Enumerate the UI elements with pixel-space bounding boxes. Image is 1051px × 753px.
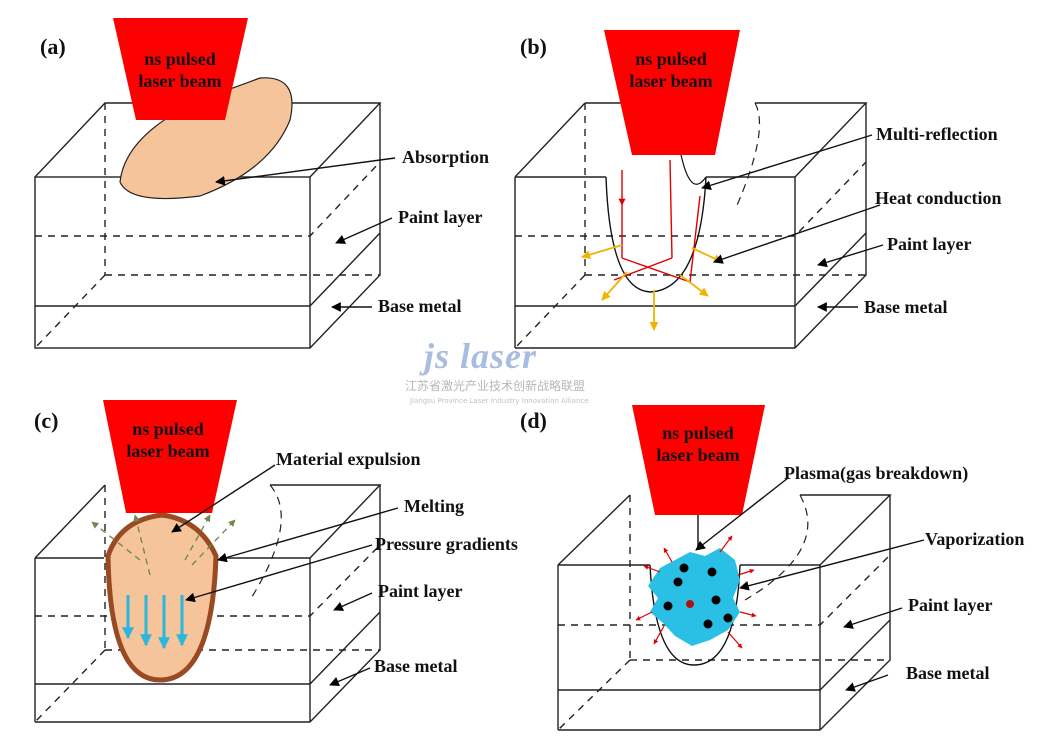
melt-pool-c <box>105 512 219 683</box>
label-base-metal-a: Base metal <box>378 296 462 316</box>
plasma-particles-d <box>663 563 733 629</box>
label-vaporization: Vaporization <box>925 529 1025 549</box>
panel-c-id: (c) <box>34 408 59 433</box>
beam-label-a: ns pulsed laser beam <box>130 48 230 92</box>
label-melting: Melting <box>404 496 464 516</box>
panel-a-id: (a) <box>40 34 66 59</box>
box-d <box>557 494 892 731</box>
label-paint-layer-c: Paint layer <box>378 581 463 601</box>
label-material-expulsion: Material expulsion <box>276 449 421 469</box>
beam-label-c-line1: ns pulsed <box>132 419 204 439</box>
laser-beam-d <box>632 405 765 515</box>
beam-label-d: ns pulsed laser beam <box>648 422 748 466</box>
beam-label-c: ns pulsed laser beam <box>118 418 218 462</box>
beam-label-b-line1: ns pulsed <box>635 49 707 69</box>
laser-rays-b <box>613 159 701 283</box>
crater-b <box>605 176 707 293</box>
expulsion-arrows-c <box>91 514 236 576</box>
label-heat-conduction: Heat conduction <box>875 188 1002 208</box>
label-paint-layer-a: Paint layer <box>398 207 483 227</box>
pressure-arrows-c <box>122 595 188 650</box>
panel-b-id: (b) <box>520 34 547 59</box>
heat-arrows-b <box>581 244 723 331</box>
laser-beam-b <box>604 30 740 155</box>
label-plasma: Plasma(gas breakdown) <box>784 463 969 483</box>
panel-d-id: (d) <box>520 408 547 433</box>
beam-label-c-line2: laser beam <box>126 441 210 461</box>
label-multi-reflection: Multi-reflection <box>876 124 998 144</box>
panel-a <box>34 18 396 349</box>
laser-beam-a <box>113 18 248 120</box>
panel-b <box>514 30 884 349</box>
panel-d <box>557 405 925 731</box>
beam-label-b-line2: laser beam <box>629 71 713 91</box>
panel-c <box>34 400 399 723</box>
beam-label-a-line1: ns pulsed <box>144 49 216 69</box>
beam-label-d-line1: ns pulsed <box>662 423 734 443</box>
label-paint-layer-d: Paint layer <box>908 595 993 615</box>
beam-label-b: ns pulsed laser beam <box>621 48 721 92</box>
label-pressure-gradients: Pressure gradients <box>375 534 518 554</box>
beam-label-d-line2: laser beam <box>656 445 740 465</box>
plasma-rays-d <box>635 535 757 649</box>
label-paint-layer-b: Paint layer <box>887 234 972 254</box>
label-base-metal-c: Base metal <box>374 656 458 676</box>
label-base-metal-b: Base metal <box>864 297 948 317</box>
box-a <box>34 102 382 349</box>
absorption-region <box>119 77 293 200</box>
plasma-cloud-d <box>648 548 740 646</box>
watermark-logo: js laser <box>424 336 538 376</box>
label-base-metal-d: Base metal <box>906 663 990 683</box>
watermark-en-text: Jiangsu Province Laser Industry Innovati… <box>410 397 589 405</box>
laser-beam-c <box>103 400 237 513</box>
beam-label-a-line2: laser beam <box>138 71 222 91</box>
label-absorption: Absorption <box>402 147 490 167</box>
watermark-cn-text: 江苏省激光产业技术创新战略联盟 <box>405 379 586 393</box>
